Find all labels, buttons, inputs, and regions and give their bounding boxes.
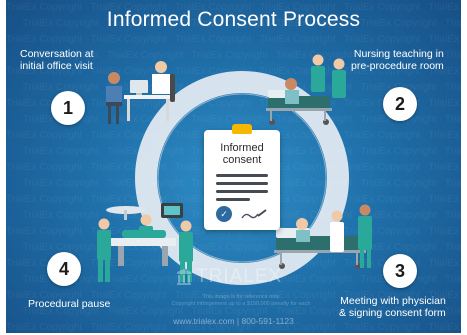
step-1-badge: 1 [51,91,85,125]
consent-form-title-line1: Informed [220,142,264,154]
step-1-label-line2: initial office visit [20,60,93,72]
office-visit-illustration [106,61,175,124]
approval-seal-icon: ✓ [216,206,232,222]
procedural-pause-illustration [97,203,193,282]
step-1-label-line1: Conversation at [20,48,94,60]
step-2-badge: 2 [383,87,417,121]
form-text-line [216,174,268,177]
infographic: TrialEx Copyright TrialEx Copyright Tria… [6,0,461,333]
step-2-label-line2: pre-procedure room [351,60,444,72]
trialex-watermark: TRIALEX [196,266,283,287]
step-3-label: Meeting with physician & signing consent… [339,295,446,319]
step-3-label-line2: & signing consent form [339,307,446,319]
copyright-notice-line2: Copyright infringement up to a $150,000 … [171,301,311,307]
step-3-label-line1: Meeting with physician [340,295,446,307]
step-1-label: Conversation at initial office visit [20,48,94,72]
footer-contact: www.trialex.com | 800-591-1123 [173,316,294,326]
nursing-teaching-illustration [266,54,346,125]
step-2-label: Nursing teaching in pre-procedure room [351,48,444,72]
trialex-logo-icon [177,269,191,285]
step-2-label-line1: Nursing teaching in [353,48,444,60]
step-3-badge: 3 [383,254,417,288]
page-title: Informed Consent Process [106,8,361,31]
form-text-line [216,182,268,185]
consent-form-card: Informed consent ✓ [204,124,280,230]
form-text-line [216,190,268,193]
clipboard-clip-icon [232,124,252,134]
consent-form-title: Informed consent [204,142,280,166]
step-4-badge: 4 [47,252,81,286]
copyright-notice-line1: This image is for reference only [202,294,280,300]
process-cycle-ring [97,54,372,285]
copyright-notice: This image is for reference only Copyrig… [136,294,346,308]
step-4-label-line1: Procedural pause [28,298,111,310]
form-text-line [216,198,250,201]
pen-signature-icon [241,209,267,219]
consent-form-title-line2: consent [222,154,262,166]
physician-meeting-illustration [274,204,372,269]
step-4-label: Procedural pause [28,298,110,310]
